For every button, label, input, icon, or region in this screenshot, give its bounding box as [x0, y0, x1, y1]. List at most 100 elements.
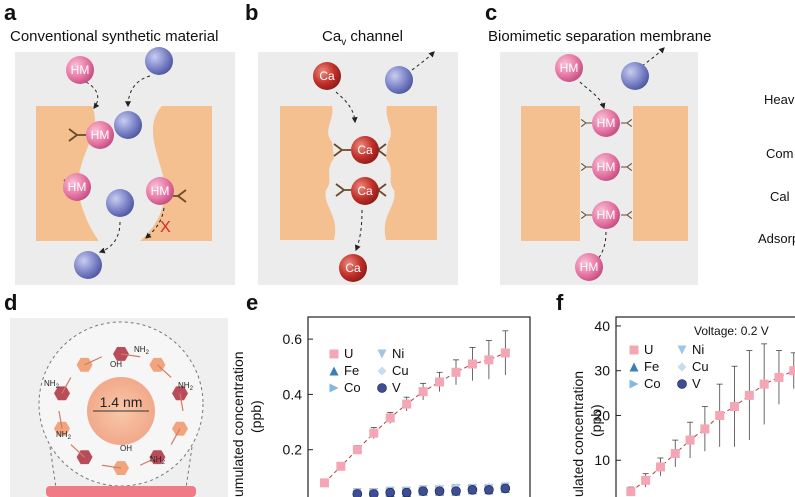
legend-marker-v	[677, 379, 687, 389]
data-point-v	[467, 484, 478, 495]
cof-framework	[54, 347, 188, 475]
svg-text:OH: OH	[120, 444, 132, 453]
calcium-ion-icon	[351, 136, 379, 164]
linker-bond	[70, 444, 85, 458]
svg-text:OH: OH	[110, 360, 122, 369]
linker-bond	[61, 377, 72, 394]
calcium-ion-icon	[313, 62, 341, 90]
legend-label-v: V	[692, 376, 701, 391]
calcium-ion-icon	[339, 254, 367, 282]
hm-ion-icon	[146, 177, 174, 205]
blocked-cross-icon: X	[160, 219, 171, 236]
linker-bond	[179, 393, 184, 412]
hm-label: HM	[151, 184, 170, 198]
ca-label: Ca	[319, 69, 335, 83]
flow-arrow	[145, 207, 165, 239]
hm-ion-icon	[66, 56, 94, 84]
flow-arrow	[354, 209, 363, 252]
legend-label-co: Co	[344, 380, 361, 395]
linker-bond	[101, 464, 122, 469]
svg-text:NH2: NH2	[134, 345, 150, 356]
zoom-guide-lines	[49, 446, 193, 489]
y-tick-label: 0.4	[283, 386, 303, 402]
hm-ion-icon	[63, 173, 91, 201]
pore-wall-right	[140, 106, 212, 241]
data-point-u	[369, 428, 379, 438]
panel-e-label: e	[246, 290, 258, 315]
y-tick-label: 10	[594, 452, 610, 468]
data-point-u	[730, 402, 740, 412]
legend-label-fe: Fe	[644, 359, 659, 374]
hm-label: HM	[71, 63, 90, 77]
panel-e: e umulated concentration(ppb) 0.60.40.2U…	[230, 290, 531, 497]
hm-ion-icon	[575, 253, 603, 281]
data-point-v	[434, 486, 445, 496]
competing-ion-icon	[145, 47, 173, 75]
hexagon-unit	[113, 461, 129, 475]
data-point-u	[435, 377, 445, 387]
data-point-v	[500, 483, 511, 494]
data-point-u	[484, 355, 494, 365]
legend-marker-u	[329, 349, 339, 359]
channel-wall-left	[280, 106, 336, 240]
panel-f-label: f	[556, 290, 564, 315]
competing-ion-icon	[385, 66, 413, 94]
linker-bond	[170, 428, 181, 445]
side-legend-item: Heav	[764, 92, 795, 107]
svg-text:NH2: NH2	[178, 381, 194, 392]
data-point-v	[418, 486, 428, 496]
competing-ion-icon	[114, 111, 142, 139]
legend-marker-ni	[377, 349, 387, 359]
legend-label-u: U	[344, 346, 353, 361]
data-point-u	[744, 390, 754, 400]
data-point-v	[385, 487, 396, 497]
pore-size-label: 1.4 nm	[100, 394, 143, 410]
y-tick-label: 0.6	[283, 331, 303, 347]
panel-c: c Biomimetic separation membrane HM HM H…	[485, 0, 711, 285]
legend-label-cu: Cu	[692, 359, 709, 374]
side-legend: Heav Com Cal Adsorp	[758, 92, 795, 246]
flow-arrow	[125, 75, 151, 108]
flow-arrow	[641, 47, 665, 67]
legend-marker-u	[629, 345, 639, 355]
competing-ion-icon	[106, 189, 134, 217]
data-point-u	[402, 399, 412, 409]
y-tick-label: 20	[594, 407, 610, 423]
data-point-v	[352, 489, 363, 497]
panel-b-title: Cav channel	[322, 28, 403, 48]
hm-ion-icon	[86, 121, 114, 149]
legend-label-fe: Fe	[344, 363, 359, 378]
data-point-u	[670, 449, 680, 459]
data-point-u	[336, 461, 346, 471]
legend-marker-co	[629, 379, 639, 389]
data-point-u	[715, 410, 725, 420]
panel-a-title: Conventional synthetic material	[10, 28, 218, 45]
hm-ion-icon	[592, 153, 620, 181]
legend-marker-co	[329, 383, 339, 393]
channel-wall-right	[384, 106, 437, 240]
data-point-v	[368, 489, 379, 497]
panel-f: f ulated concentration(ppb) Voltage: 0.2…	[556, 290, 795, 497]
linker-bond	[157, 364, 172, 378]
data-point-u	[451, 367, 461, 377]
data-point-u	[655, 462, 665, 472]
flow-arrow	[579, 81, 606, 110]
linker-bond	[84, 356, 103, 366]
competing-ion-icon	[74, 251, 102, 279]
panel-b-label: b	[245, 0, 258, 25]
hexagon-unit	[172, 386, 188, 401]
panel-a-label: a	[4, 0, 17, 25]
legend-label-v: V	[392, 380, 401, 395]
side-legend-item: Com	[766, 146, 793, 161]
hm-label: HM	[91, 128, 110, 142]
chart-e-ylabel: umulated concentration(ppb)	[230, 351, 264, 497]
linker-bond	[58, 410, 63, 429]
data-point-u	[685, 435, 695, 445]
svg-text:NH2: NH2	[56, 430, 72, 441]
side-legend-item: Adsorp	[758, 231, 795, 246]
calcium-ion-icon	[351, 177, 379, 205]
svg-text:NH2: NH2	[150, 455, 166, 466]
flow-arrow	[98, 221, 121, 254]
legend-label-u: U	[644, 342, 653, 357]
legend-marker-ni	[677, 345, 687, 355]
